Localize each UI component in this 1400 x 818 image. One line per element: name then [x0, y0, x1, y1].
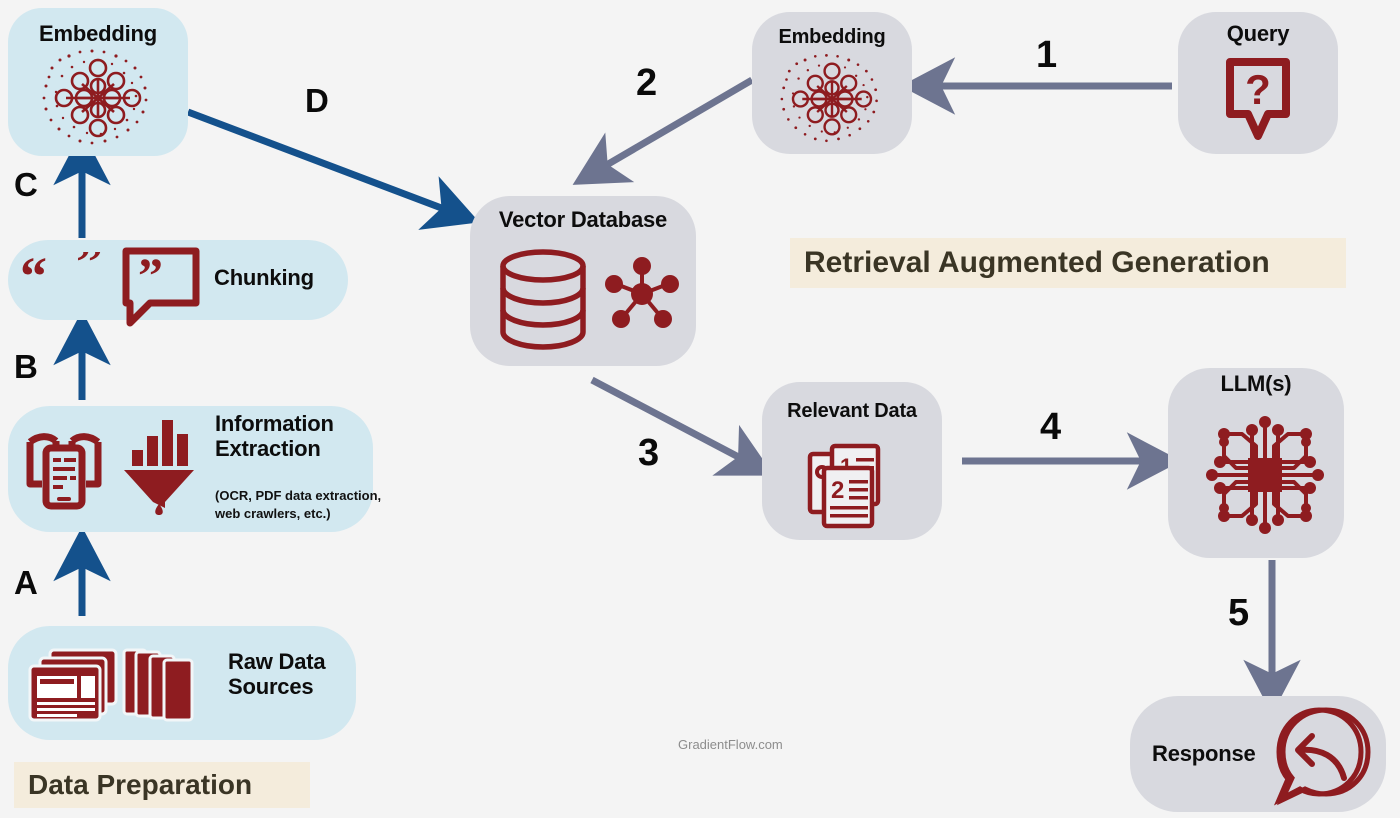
watermark: GradientFlow.com: [678, 737, 783, 752]
svg-text:?: ?: [1245, 66, 1271, 113]
quote-mark-close-icon: ”: [76, 232, 116, 296]
arrow-3: [590, 376, 775, 476]
cpu-chip-icon: [1190, 400, 1340, 550]
ocr-scan-icon: [25, 422, 103, 516]
svg-text:”: ”: [138, 247, 163, 303]
documents-stack-icon: [28, 648, 120, 722]
svg-text:“: “: [20, 258, 47, 302]
label-step-4: 4: [1040, 406, 1062, 448]
svg-text:”: ”: [76, 252, 103, 292]
quote-mark-open-icon: “: [18, 246, 58, 306]
label-step-3: 3: [638, 432, 660, 474]
svg-text:2: 2: [831, 477, 844, 504]
label-step-1: 1: [1036, 34, 1058, 76]
banner-data-preparation-label: Data Preparation: [28, 769, 253, 800]
quote-bubble-icon: ”: [120, 245, 202, 327]
arrow-2: [572, 76, 754, 185]
node-query-label: Query: [1226, 21, 1290, 46]
node-embedding-right-label: Embedding: [778, 26, 886, 48]
node-raw-data-sources-label: Raw Data Sources: [228, 649, 326, 699]
arrow-d: [186, 108, 480, 230]
embedding-lattice-icon: [42, 48, 154, 148]
node-vector-database-label: Vector Database: [498, 207, 668, 232]
node-embedding-left-label: Embedding: [39, 21, 157, 46]
node-chunking-label: Chunking: [214, 265, 314, 290]
funnel-icon: [120, 418, 198, 516]
reply-bubble-icon: [1272, 704, 1374, 806]
banner-rag: Retrieval Augmented Generation: [790, 238, 1346, 288]
label-a: A: [14, 564, 38, 601]
banner-data-preparation: Data Preparation: [14, 762, 310, 808]
label-d: D: [305, 82, 329, 119]
label-step-2: 2: [636, 62, 658, 104]
node-information-extraction-label: Information Extraction: [215, 411, 334, 461]
embedding-lattice-icon: [780, 52, 884, 146]
banner-rag-label: Retrieval Augmented Generation: [804, 246, 1270, 279]
node-relevant-data-label: Relevant Data: [787, 400, 917, 422]
node-graph-icon: [604, 256, 680, 332]
node-information-extraction-note: (OCR, PDF data extraction, web crawlers,…: [215, 488, 382, 521]
node-llm-label: LLM(s): [1220, 371, 1292, 396]
label-b: B: [14, 348, 38, 385]
ranked-documents-icon: 1 2: [806, 442, 898, 530]
label-step-5: 5: [1228, 592, 1250, 634]
node-response-label: Response: [1152, 741, 1256, 766]
question-bubble-icon: ?: [1222, 56, 1294, 148]
database-cylinder-icon: [497, 248, 589, 352]
books-stack-icon: [122, 648, 198, 722]
label-c: C: [14, 166, 38, 203]
